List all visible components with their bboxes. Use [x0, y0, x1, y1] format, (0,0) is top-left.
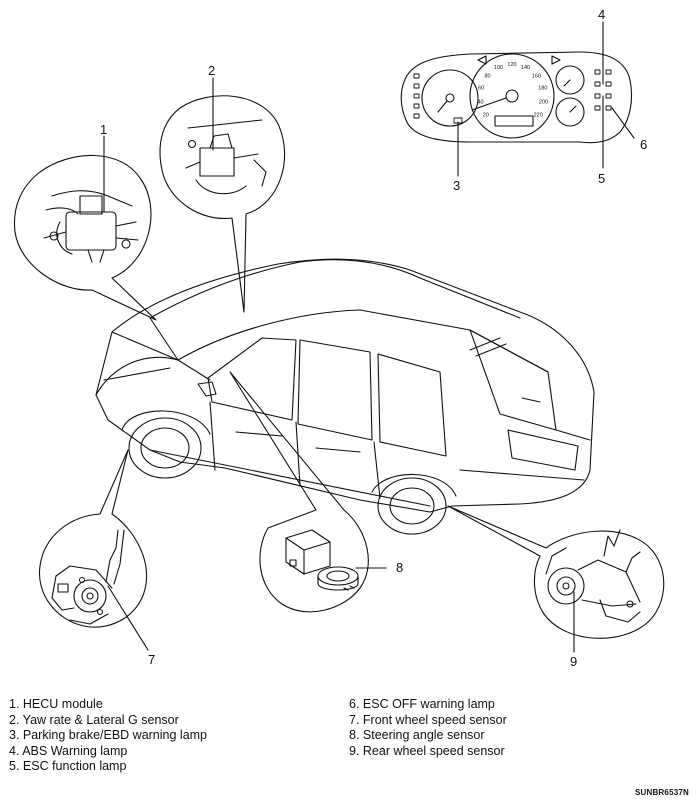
speedometer-tick-label: 200 — [539, 100, 548, 106]
speedometer-tick-label: 220 — [534, 112, 543, 118]
legend-item-1: 1. HECU module — [9, 697, 103, 711]
callout-2: 2 — [208, 63, 215, 78]
speedometer-tick-label: 60 — [478, 86, 484, 92]
speedometer-tick-label: 80 — [484, 73, 490, 79]
reference-code: SUNBR6537N — [634, 788, 689, 797]
speedometer-tick-label: 20 — [483, 112, 489, 118]
warning-lamp-icons — [413, 69, 612, 124]
legend-item-3: 3. Parking brake/EBD warning lamp — [9, 728, 208, 743]
legend-item-5: 5. ESC function lamp — [9, 759, 127, 774]
steering-angle-sensor-illustration — [285, 529, 359, 591]
callout-4: 4 — [598, 7, 605, 22]
legend-item-8: 8. Steering angle sensor — [349, 728, 485, 743]
yaw-rate-sensor-callout-bubble — [159, 77, 286, 313]
hecu-module-illustration — [43, 190, 139, 263]
legend-item-9: 9. Rear wheel speed sensor — [349, 743, 505, 758]
legend-item-7: 7. Front wheel speed sensor — [349, 712, 507, 727]
callout-7: 7 — [148, 652, 155, 667]
legend-item-4: 4. ABS Warning lamp — [9, 743, 128, 758]
yaw-rate-sensor-illustration — [185, 119, 267, 195]
front-wheel-speed-sensor-callout-bubble — [38, 449, 149, 651]
callout-5: 5 — [598, 171, 605, 186]
speedometer-tick-label: 120 — [507, 62, 516, 68]
legend-item-6: 6. ESC OFF warning lamp — [349, 697, 495, 711]
callout-6: 6 — [640, 137, 647, 152]
steering-angle-sensor-callout-bubble — [229, 371, 387, 613]
speedometer-tick-label: 40 — [477, 100, 483, 106]
callout-3: 3 — [453, 178, 460, 193]
rear-wheel-speed-sensor-callout-bubble — [447, 505, 665, 653]
legend-item-2: 2. Yaw rate & Lateral G sensor — [9, 712, 179, 727]
rear-wheel-speed-sensor-illustration — [545, 529, 641, 623]
hecu-module-callout-bubble — [13, 135, 157, 321]
legend-column-right: 6. ESC OFF warning lamp 7. Front wheel s… — [349, 697, 507, 759]
speedometer-tick-label: 140 — [521, 65, 530, 71]
speedometer-tick-label: 100 — [494, 65, 503, 71]
legend-column-left: 1. HECU module 2. Yaw rate & Lateral G s… — [9, 697, 207, 775]
callout-1: 1 — [100, 122, 107, 137]
callout-numbers: 1 2 3 4 5 6 7 8 9 — [100, 7, 647, 669]
front-wheel-speed-sensor-illustration — [51, 529, 125, 625]
speedometer-tick-label: 160 — [532, 73, 541, 79]
speedometer-tick-label: 180 — [538, 86, 547, 92]
vehicle-illustration — [95, 258, 595, 535]
callout-9: 9 — [570, 654, 577, 669]
callout-8: 8 — [396, 560, 403, 575]
